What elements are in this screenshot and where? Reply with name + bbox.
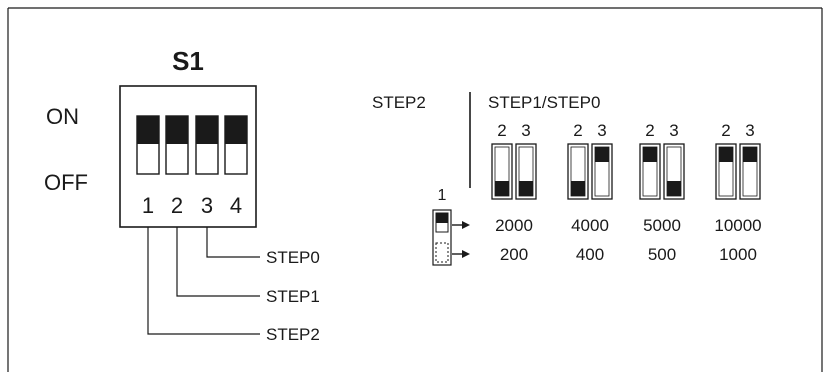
- step1-step0-header: STEP1/STEP0: [488, 93, 600, 112]
- step2-off-arrowhead: [462, 250, 470, 258]
- lead-line-step2: [147, 227, 260, 335]
- column-4-switch-1-knob: [719, 147, 733, 162]
- column-1-switch-1-knob: [495, 181, 509, 196]
- switch-number-4: 4: [230, 193, 242, 218]
- column-3-switch-2-knob: [667, 181, 681, 196]
- column-1-switch-label-1: 2: [497, 121, 506, 140]
- step2-header: STEP2: [372, 93, 426, 112]
- lead-label-step2: STEP2: [266, 325, 320, 344]
- column-3-switch-1-knob: [643, 147, 657, 162]
- step2-switch-number: 1: [438, 187, 447, 204]
- column-3-switch-label-1: 2: [645, 121, 654, 140]
- switch-knob-3: [196, 116, 218, 144]
- switch-knob-4: [225, 116, 247, 144]
- column-4-switch-label-2: 3: [745, 121, 754, 140]
- off-label: OFF: [44, 170, 88, 195]
- step2-on-arrowhead: [462, 221, 470, 229]
- switch-number-3: 3: [201, 193, 213, 218]
- column-3-switch-label-2: 3: [669, 121, 678, 140]
- step2-switch-off-state: [435, 242, 449, 263]
- column-2-switch-label-1: 2: [573, 121, 582, 140]
- lead-label-step0: STEP0: [266, 248, 320, 267]
- column-2-switch-label-2: 3: [597, 121, 606, 140]
- switch-knob-1: [137, 116, 159, 144]
- column-2-high-value: 4000: [571, 216, 609, 235]
- column-4-high-value: 10000: [714, 216, 761, 235]
- column-1-switch-label-2: 3: [521, 121, 530, 140]
- lead-label-step1: STEP1: [266, 287, 320, 306]
- column-1-switch-2-knob: [519, 181, 533, 196]
- switch-number-1: 1: [142, 193, 154, 218]
- column-3-high-value: 5000: [643, 216, 681, 235]
- column-2-switch-1-knob: [571, 181, 585, 196]
- column-4-switch-label-1: 2: [721, 121, 730, 140]
- switch-number-2: 2: [171, 193, 183, 218]
- switch-knob-2: [166, 116, 188, 144]
- on-label: ON: [46, 104, 79, 129]
- column-4-switch-2-knob: [743, 147, 757, 162]
- column-4-low-value: 1000: [719, 245, 757, 264]
- column-2-low-value: 400: [576, 245, 604, 264]
- lead-line-step0: [206, 227, 260, 258]
- column-1-high-value: 2000: [495, 216, 533, 235]
- switch-toggles: [136, 115, 248, 175]
- column-2-switch-2-knob: [595, 147, 609, 162]
- column-3-low-value: 500: [648, 245, 676, 264]
- lead-line-step1: [176, 227, 260, 297]
- column-1-low-value: 200: [500, 245, 528, 264]
- step2-switch-on-knob: [436, 213, 448, 223]
- switch-title: S1: [172, 46, 204, 76]
